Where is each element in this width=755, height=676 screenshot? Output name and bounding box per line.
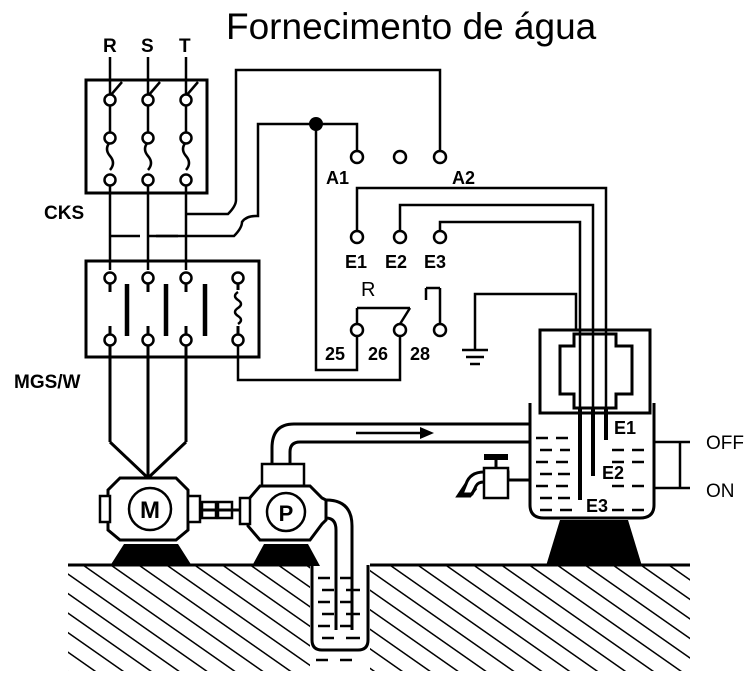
- level-off-label: OFF: [706, 433, 744, 454]
- phase-label-s: S: [141, 36, 154, 57]
- pump-symbol: P: [279, 501, 294, 526]
- suction-pipe: [325, 498, 354, 630]
- terminal-a1-label: A1: [326, 168, 349, 188]
- water-tank: E1 E2 E3: [528, 403, 656, 520]
- tank-faucet: [455, 454, 530, 500]
- terminal-a2-label: A2: [452, 168, 475, 188]
- pump: P: [238, 462, 328, 542]
- tank-e2-label: E2: [602, 463, 624, 483]
- electrode-wires: [355, 186, 608, 498]
- coupling: [200, 500, 244, 520]
- contactor-mgs-w: [84, 259, 402, 382]
- control-supply-wires: [110, 68, 442, 372]
- pump-base: [252, 544, 320, 566]
- tank-e3-label: E3: [586, 496, 608, 516]
- ground: [68, 563, 690, 671]
- water-well: [310, 565, 370, 671]
- diagram-title: Fornecimento de água: [226, 6, 597, 47]
- motor-symbol: M: [140, 497, 160, 524]
- phase-label-t: T: [179, 36, 191, 57]
- breaker-cks: [84, 57, 209, 270]
- discharge-pipe: [270, 422, 530, 470]
- contactor-label: MGS/W: [14, 372, 81, 393]
- tank-stand: [546, 520, 642, 566]
- level-on-label: ON: [706, 481, 735, 502]
- terminal-28-label: 28: [410, 344, 430, 364]
- terminal-25-label: 25: [325, 344, 345, 364]
- level-markers: [654, 440, 690, 490]
- terminal-e3-label: E3: [424, 252, 446, 272]
- phase-label-r: R: [103, 36, 117, 57]
- motor: M: [98, 476, 202, 542]
- electrode-holder: [538, 328, 652, 415]
- terminal-e2-label: E2: [385, 252, 407, 272]
- breaker-label: CKS: [44, 203, 84, 224]
- terminal-e1-label: E1: [345, 252, 367, 272]
- relay-label: R: [361, 279, 375, 301]
- motor-feed-wires: [108, 346, 188, 480]
- terminal-26-label: 26: [368, 344, 388, 364]
- motor-base: [110, 544, 192, 566]
- tank-e1-label: E1: [614, 418, 636, 438]
- level-controller-terminals: A1 A2 E1 E2 E3 25 26 28 R: [325, 149, 475, 364]
